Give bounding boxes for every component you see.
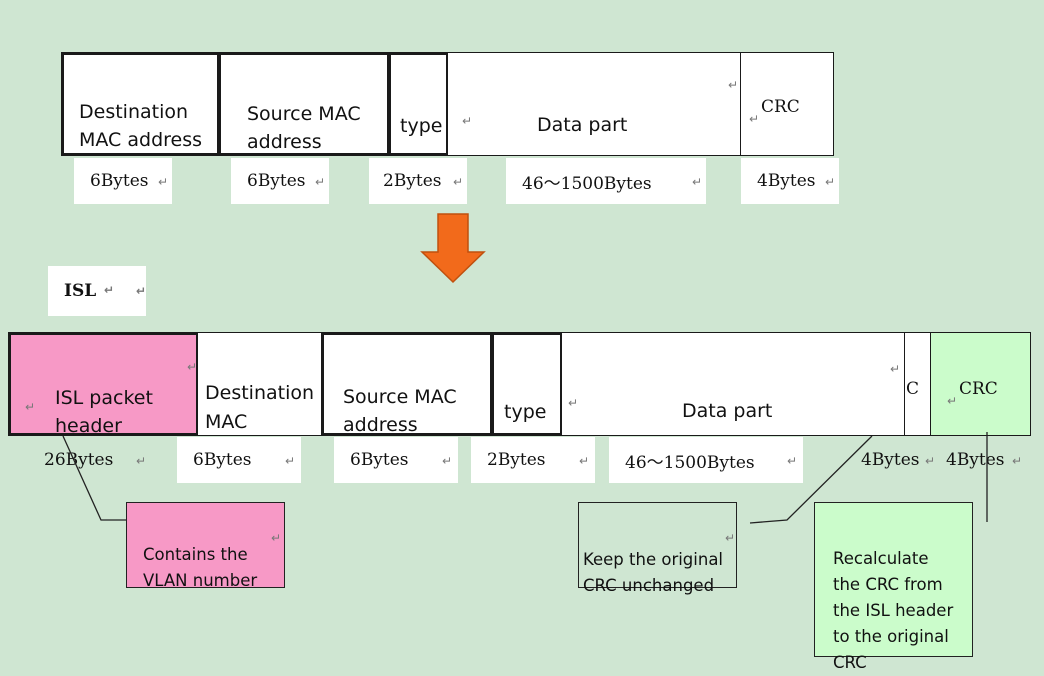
isl-new-crc-label: CRC (959, 379, 998, 399)
return-mark-icon: ↵ (787, 454, 798, 468)
original-crc-field: CRC ↵ (740, 52, 834, 156)
return-mark-icon: ↵ (271, 531, 282, 545)
return-mark-icon: ↵ (579, 454, 590, 468)
return-mark-icon: ↵ (136, 284, 147, 298)
isl-original-crc-field: C (904, 332, 932, 436)
isl-type-label: type (504, 401, 547, 423)
original-type-size: 2Bytes↵ (369, 158, 467, 204)
original-frame: Destination MAC address Source MAC addre… (0, 0, 1044, 210)
return-mark-icon: ↵ (692, 175, 703, 189)
isl-header-label: ISL packet header (55, 387, 153, 437)
original-type-field: type (388, 52, 449, 156)
return-mark-icon: ↵ (462, 114, 473, 128)
isl-original-crc-size: 4Bytes↵ (861, 450, 936, 470)
down-arrow-icon (420, 213, 486, 284)
isl-src-size: 6Bytes↵ (334, 437, 458, 483)
original-src-mac-label: Source MAC address (247, 103, 361, 153)
isl-type-field: type (491, 332, 563, 436)
return-mark-icon: ↵ (25, 400, 36, 414)
isl-data-field: Data part ↵ ↵ (561, 332, 906, 436)
isl-data-size: 46～1500Bytes↵ (609, 437, 803, 483)
original-data-field: Data part ↵ ↵ (447, 52, 742, 156)
return-mark-icon: ↵ (315, 175, 326, 189)
isl-label: ISL (64, 281, 97, 301)
original-type-label: type (400, 115, 443, 137)
original-src-mac-field: Source MAC address (218, 52, 390, 156)
return-mark-icon: ↵ (104, 283, 115, 297)
return-mark-icon: ↵ (728, 78, 739, 92)
isl-src-mac-field: Source MAC address (321, 332, 493, 436)
return-mark-icon: ↵ (749, 112, 760, 126)
return-mark-icon: ↵ (890, 362, 901, 376)
return-mark-icon: ↵ (947, 394, 958, 408)
isl-frame: ISL packet header ↵ ↵ Destination MAC ad… (0, 320, 1044, 483)
return-mark-icon: ↵ (725, 531, 736, 545)
recalc-crc-note: Recalculate the CRC from the ISL header … (814, 502, 973, 672)
keep-crc-note: Keep the original CRC unchanged ↵ (578, 502, 737, 595)
original-src-size: 6Bytes↵ (231, 158, 329, 204)
vlan-note: Contains the VLAN number ↵ (126, 502, 285, 590)
vlan-callout-line (62, 435, 126, 521)
isl-header-size: 26Bytes↵ (44, 450, 147, 470)
return-mark-icon: ↵ (453, 175, 464, 189)
isl-src-mac-label: Source MAC address (343, 386, 457, 436)
return-mark-icon: ↵ (158, 175, 169, 189)
original-crc-size: 4Bytes↵ (741, 158, 839, 204)
isl-new-crc-size: 4Bytes↵ (946, 450, 1023, 470)
isl-header-field: ISL packet header ↵ ↵ (8, 332, 199, 437)
return-mark-icon: ↵ (136, 454, 147, 468)
return-mark-icon: ↵ (187, 360, 198, 374)
original-dst-mac-label: Destination MAC address (79, 101, 203, 151)
original-crc-label: CRC (761, 97, 800, 117)
original-data-size: 46～1500Bytes↵ (506, 158, 706, 204)
isl-original-crc-label: C (906, 379, 920, 399)
return-mark-icon: ↵ (568, 396, 579, 410)
original-dst-mac-field: Destination MAC address (61, 52, 220, 156)
return-mark-icon: ↵ (285, 454, 296, 468)
return-mark-icon: ↵ (442, 454, 453, 468)
isl-new-crc-field: CRC ↵ (930, 332, 1031, 436)
keep-crc-callout-line (749, 435, 873, 524)
isl-label-box: ISL ↵ ↵ (48, 266, 146, 316)
original-dst-size: 6Bytes↵ (74, 158, 172, 204)
isl-dst-size: 6Bytes↵ (177, 437, 301, 483)
isl-dst-mac-field: Destination MAC address (197, 332, 323, 462)
return-mark-icon: ↵ (825, 175, 836, 189)
original-data-label: Data part (537, 114, 628, 136)
return-mark-icon: ↵ (925, 454, 936, 468)
isl-data-label: Data part (682, 400, 773, 422)
return-mark-icon: ↵ (1012, 454, 1023, 468)
isl-type-size: 2Bytes↵ (471, 437, 595, 483)
